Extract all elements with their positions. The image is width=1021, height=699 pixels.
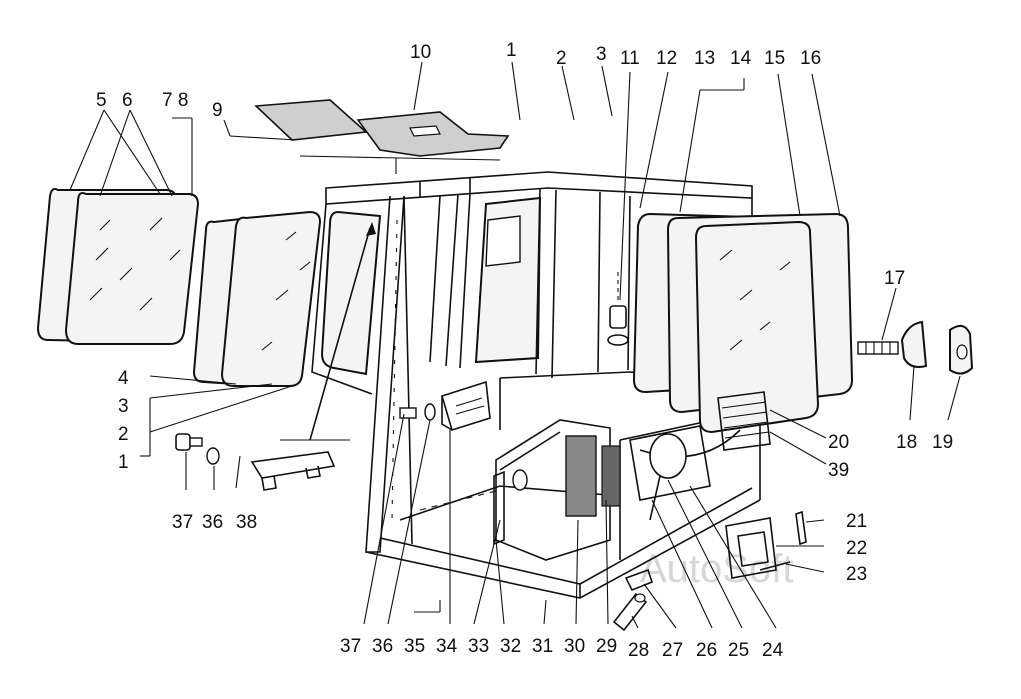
bolt-36-37 [399, 403, 436, 421]
label-12: 12 [656, 48, 677, 69]
label-3-left: 3 [118, 396, 129, 417]
label-21: 21 [846, 511, 867, 532]
label-39-right: 39 [828, 460, 849, 481]
label-31: 31 [532, 636, 553, 657]
label-22: 22 [846, 538, 867, 559]
knob-17-19 [857, 320, 974, 375]
leader-lines [69, 61, 961, 629]
label-13: 13 [694, 48, 715, 69]
label-19: 19 [932, 432, 953, 453]
label-11: 11 [620, 48, 640, 69]
label-3-top: 3 [596, 44, 607, 65]
label-1-left: 1 [118, 452, 129, 473]
label-38: 38 [236, 512, 257, 533]
bolt-11 [607, 270, 629, 346]
label-10: 10 [410, 42, 431, 63]
label-25: 25 [728, 640, 749, 661]
label-26: 26 [696, 640, 717, 661]
vent-grille [717, 391, 771, 451]
label-36-left: 36 [202, 512, 223, 533]
label-34: 34 [436, 636, 458, 657]
label-2-left: 2 [118, 424, 129, 445]
side-glass-outer [36, 187, 200, 345]
label-32: 32 [500, 636, 521, 657]
callout-labels: 1 2 3 5 6 7 8 9 10 11 12 13 14 15 16 17 … [96, 40, 953, 661]
hinge-27-28 [612, 568, 653, 632]
label-5: 5 [96, 90, 107, 111]
fan-assembly [629, 425, 711, 521]
label-15: 15 [764, 48, 785, 69]
label-1-top: 1 [506, 40, 517, 61]
label-17: 17 [884, 268, 905, 289]
label-4: 4 [118, 368, 129, 389]
label-29: 29 [596, 636, 617, 657]
label-24: 24 [762, 640, 784, 661]
door-glass [192, 210, 322, 387]
label-27: 27 [662, 640, 683, 661]
label-28: 28 [628, 640, 649, 661]
heater-unit [493, 419, 621, 561]
label-2-top: 2 [556, 48, 567, 69]
roof-mats [254, 99, 510, 174]
label-18: 18 [896, 432, 917, 453]
label-35: 35 [404, 636, 425, 657]
label-33: 33 [468, 636, 489, 657]
label-36-bottom: 36 [372, 636, 393, 657]
label-37-left: 37 [172, 512, 193, 533]
label-20: 20 [828, 432, 849, 453]
label-16: 16 [800, 48, 821, 69]
left-fasteners [175, 433, 350, 491]
label-14: 14 [730, 48, 752, 69]
watermark: AutoSoft [640, 547, 793, 591]
bracket-34 [441, 380, 491, 432]
label-9: 9 [212, 100, 223, 121]
latch-21-23 [725, 510, 807, 579]
label-23: 23 [846, 564, 867, 585]
right-door-glass [632, 212, 854, 434]
label-7-8: 7 8 [162, 90, 188, 111]
label-30: 30 [564, 636, 585, 657]
label-6: 6 [122, 90, 133, 111]
label-37-bottom: 37 [340, 636, 361, 657]
